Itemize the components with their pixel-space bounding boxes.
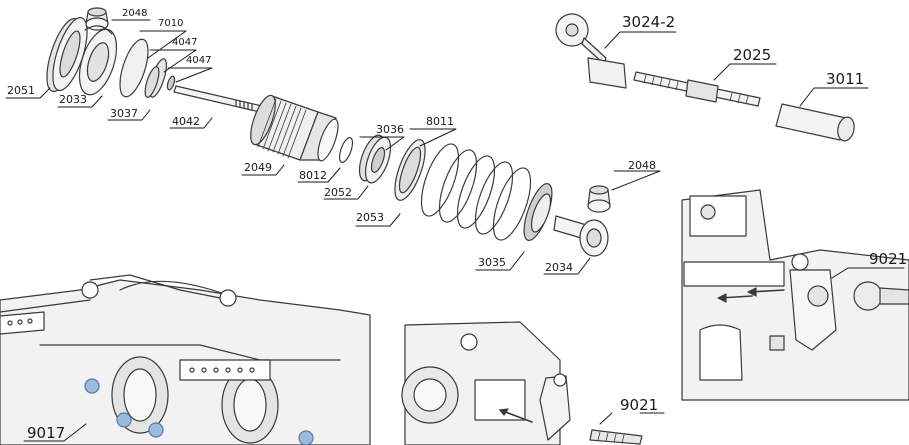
- label-2049: 2049: [244, 161, 272, 174]
- washer-4047-b: [166, 75, 176, 91]
- rod-end-3024-2: [555, 13, 627, 89]
- spring-cup-3035: [523, 183, 553, 241]
- shock-body-2049: [250, 94, 339, 162]
- label-2053: 2053: [356, 211, 384, 224]
- highlighted-screws-9017: [84, 378, 314, 445]
- o-ring-7010: [119, 38, 149, 98]
- rod-end-2034: [553, 215, 609, 257]
- label-3036: 3036: [376, 123, 404, 136]
- spring-2053: [420, 143, 532, 241]
- label-2034: 2034: [545, 261, 573, 274]
- label-2051: 2051: [7, 84, 35, 97]
- shock-end-2033: [78, 25, 118, 96]
- upright-photo-9021: [681, 189, 909, 401]
- label-2033: 2033: [59, 93, 87, 106]
- label-3035: 3035: [478, 256, 506, 269]
- turnbuckle-2025: [633, 71, 761, 107]
- collar-3036: [358, 134, 392, 184]
- label-2052: 2052: [324, 186, 352, 199]
- label-2048-bottom: 2048: [628, 159, 656, 172]
- label-2048-top: 2048: [122, 8, 148, 19]
- o-ring-8012: [338, 137, 354, 163]
- leader-lines: [5, 19, 905, 442]
- label-2025: 2025: [733, 46, 772, 64]
- label-4047-a: 4047: [172, 37, 198, 48]
- ball-end-2048-bottom: [587, 185, 611, 213]
- label-9021-middle: 9021: [620, 396, 659, 414]
- label-8012: 8012: [299, 169, 327, 182]
- label-3024-2: 3024-2: [622, 13, 676, 31]
- chassis-photo-9017: [0, 274, 371, 445]
- label-4042: 4042: [172, 115, 200, 128]
- label-9017: 9017: [27, 424, 66, 442]
- shock-cap-2051: [46, 17, 88, 92]
- piston-3037: [144, 66, 160, 98]
- label-4047-b: 4047: [186, 55, 212, 66]
- label-9021-right: 9021: [869, 250, 908, 268]
- hub-photo-9021: [401, 321, 643, 445]
- rod-end-cover-3011: [775, 103, 855, 142]
- label-7010: 7010: [158, 18, 184, 29]
- label-8011: 8011: [426, 115, 454, 128]
- ball-end-2048-top: [85, 7, 109, 31]
- shock-shaft-4042: [173, 85, 263, 113]
- label-3037: 3037: [110, 107, 138, 120]
- preload-ring-8011: [394, 139, 426, 201]
- label-3011: 3011: [826, 70, 865, 88]
